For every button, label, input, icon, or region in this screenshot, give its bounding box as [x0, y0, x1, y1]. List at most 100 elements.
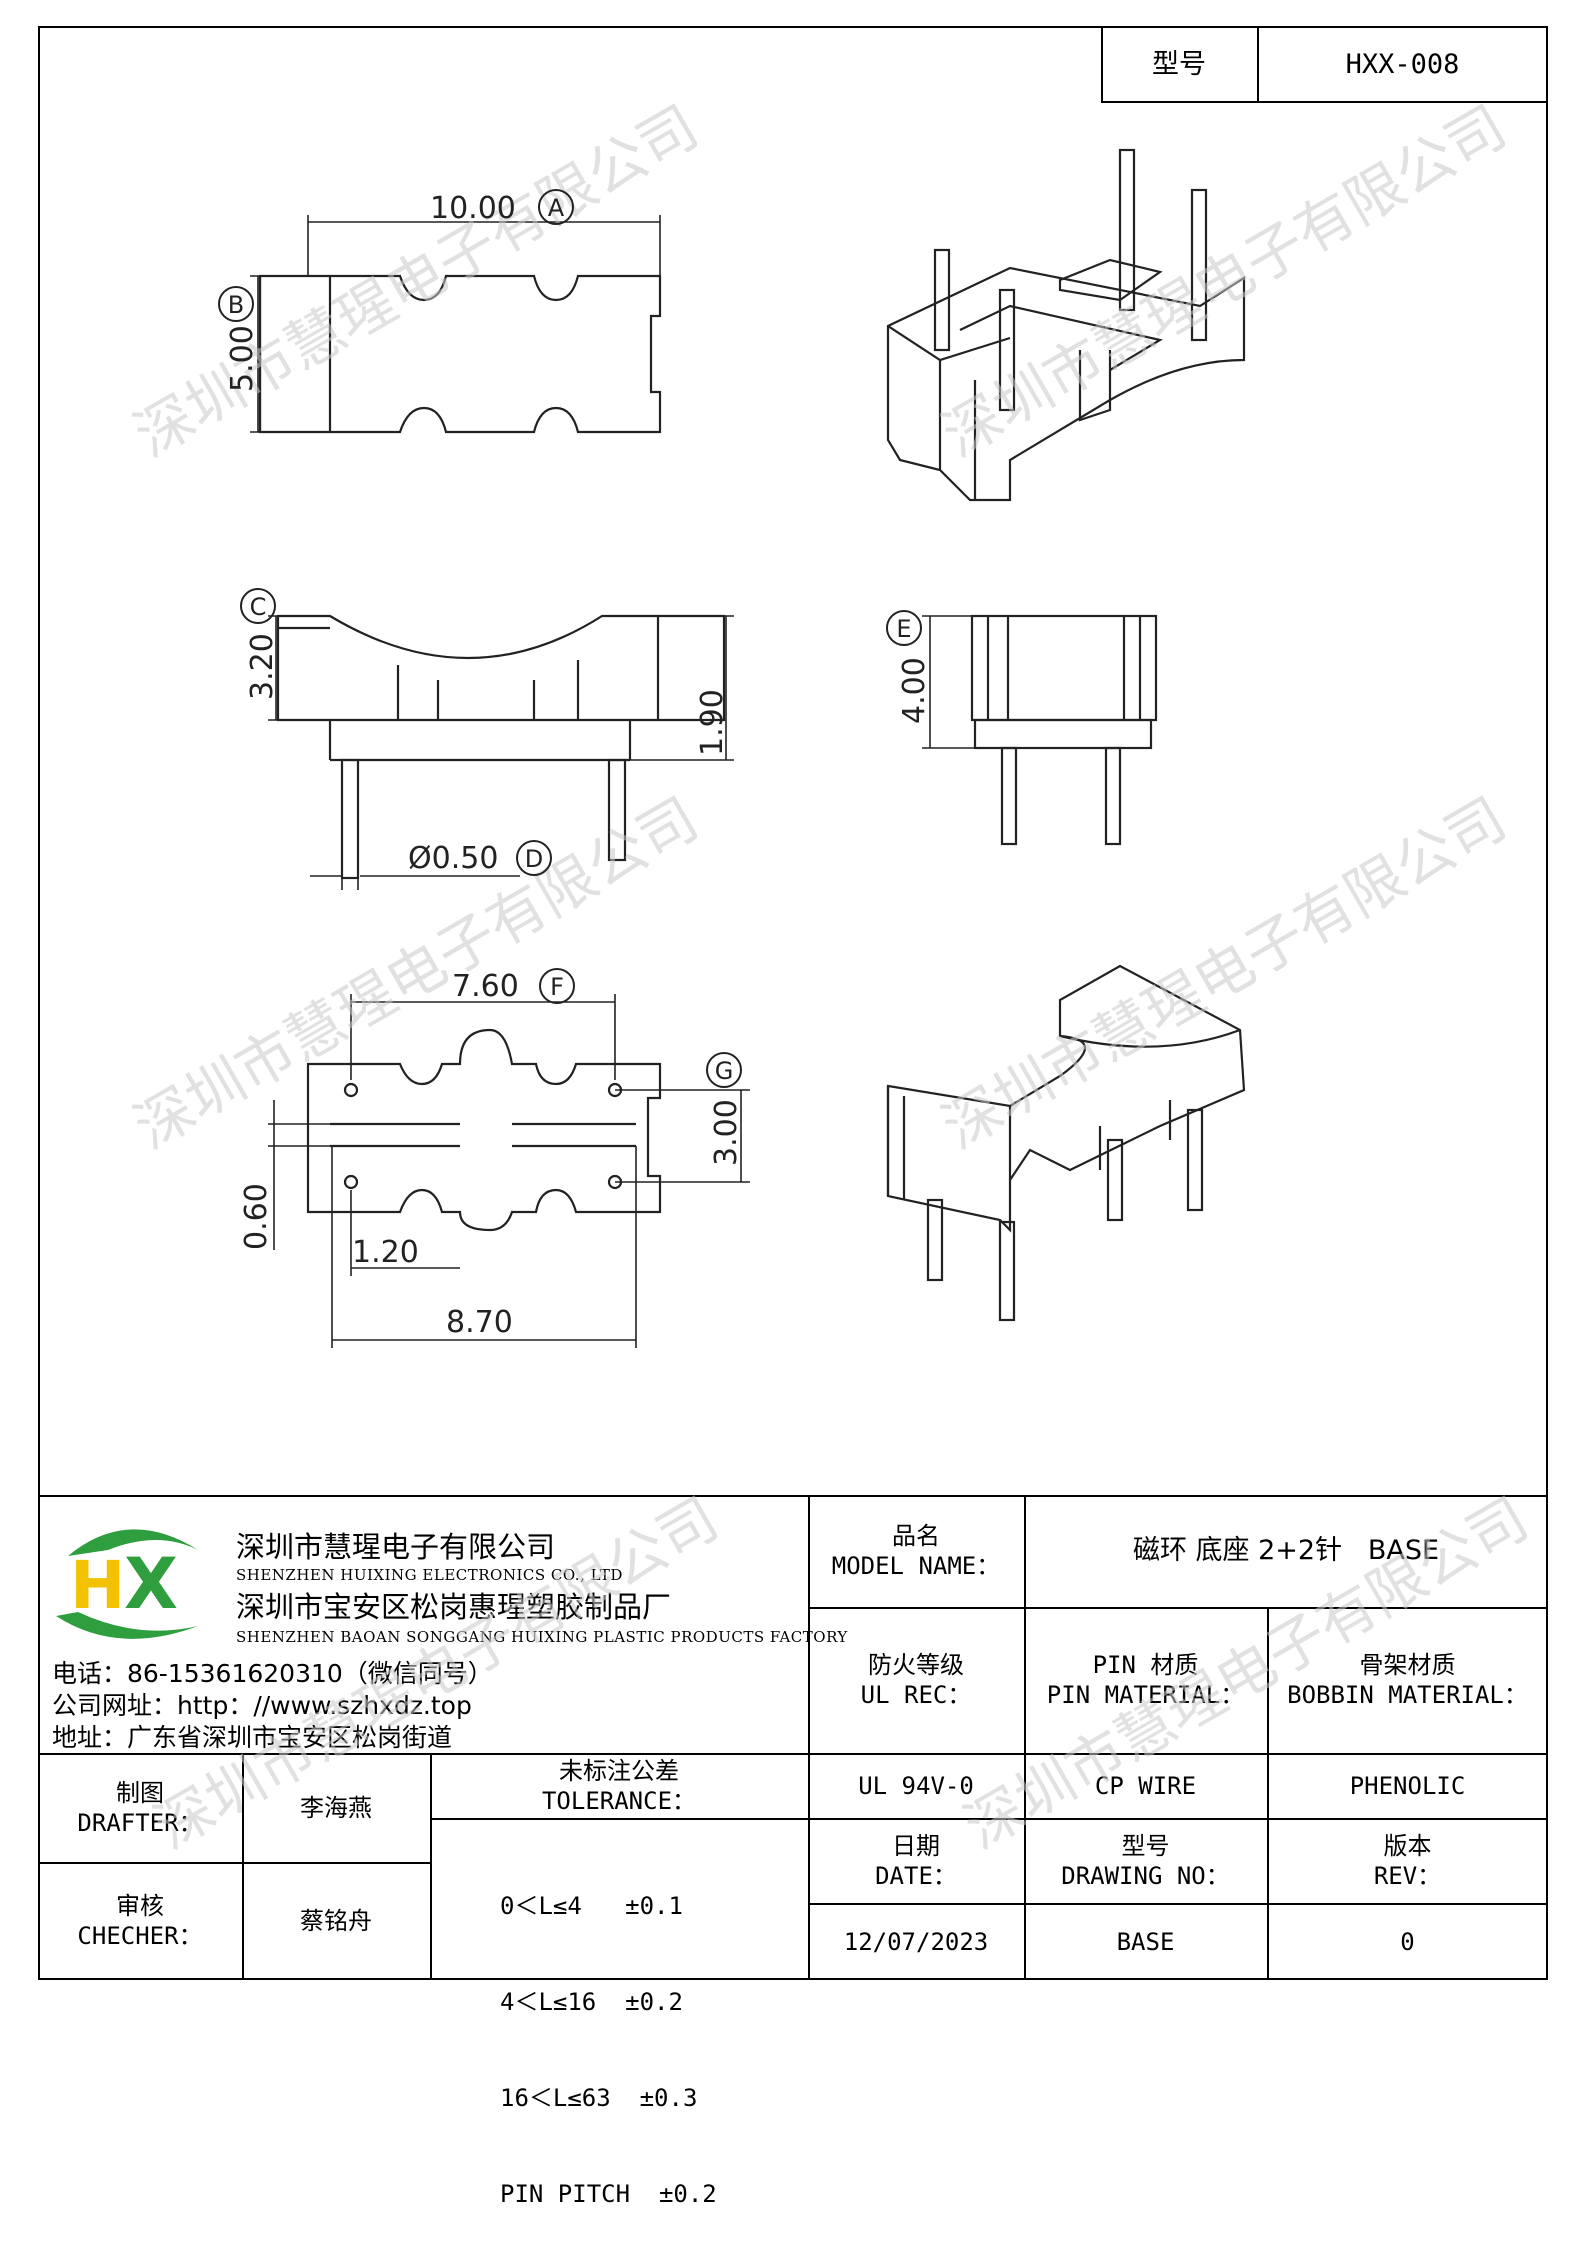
dim-870-lines [331, 1146, 637, 1348]
mark-b-circle [218, 286, 254, 322]
bobbin-material-label-cn: 骨架材质 [1359, 1651, 1456, 1679]
drafter-label-cn: 制图 [116, 1778, 164, 1807]
title-watermarks: 深圳市慧瑆电子有限公司 深圳市慧瑆电子有限公司 [143, 1490, 1540, 1862]
drawing-no-value: BASE [1116, 1927, 1175, 1956]
dim-f-text: 7.60 [452, 969, 519, 1004]
company-website[interactable]: 公司网址：http：//www.szhxdz.top [52, 1691, 472, 1720]
grid-v1 [1024, 1495, 1026, 1980]
technical-drawing: 深圳市慧瑆电子有限公司 深圳市慧瑆电子有限公司 深圳市慧瑆电子有限公司 深圳市慧… [123, 92, 1518, 1348]
iso-view-bottom [886, 964, 1246, 1322]
mark-d-circle [516, 840, 552, 876]
grid-h4 [808, 1903, 1548, 1905]
tolerance-row: 16＜L≤63 ±0.3 [500, 2084, 698, 2112]
watermarks: 深圳市慧瑆电子有限公司 深圳市慧瑆电子有限公司 深圳市慧瑆电子有限公司 深圳市慧… [123, 92, 1518, 1162]
header-model-box [1101, 26, 1548, 103]
tolerance-row: 0＜L≤4 ±0.1 [500, 1892, 683, 1920]
ul-rec-label-en: UL REC： [860, 1681, 972, 1709]
model-name-label-cn: 品名 [892, 1522, 940, 1550]
mark-a-circle [538, 189, 574, 225]
bobbin-material-value: PHENOLIC [1349, 1771, 1466, 1800]
dim-c-lines [268, 615, 330, 721]
dim-f-lines [350, 994, 616, 1080]
bobbin-material-label: 骨架材质 BOBBIN MATERIAL： [1267, 1607, 1548, 1753]
dim-a-text: 10.00 [430, 191, 516, 226]
rev-label-cn: 版本 [1383, 1831, 1432, 1860]
tolerance-row: PIN PITCH ±0.2 [500, 2180, 717, 2208]
model-name-value: 磁环 底座 2+2针 BASE [1132, 1535, 1440, 1567]
tolerance-label-cn: 未标注公差 [559, 1756, 679, 1785]
logo-swoosh-top [68, 1529, 198, 1556]
mark-e-text: E [896, 615, 911, 643]
dim-b-text: 5.00 [225, 325, 260, 392]
dim-060-text: 0.60 [239, 1183, 274, 1250]
checker-label-cn: 审核 [116, 1892, 164, 1920]
dim-b-lines [250, 275, 330, 433]
watermark-5: 深圳市慧瑆电子有限公司 [143, 1490, 730, 1862]
drawing-no-label-en: DRAWING NO： [1061, 1861, 1230, 1890]
mark-a-text: A [548, 194, 565, 222]
drawing-no-label: 型号 DRAWING NO： [1024, 1818, 1267, 1903]
checker-label-en: CHECHER： [77, 1922, 203, 1950]
iso-view-top [886, 148, 1246, 502]
tolerance-label: 未标注公差 TOLERANCE： [430, 1753, 808, 1818]
svg-text:X: X [124, 1543, 178, 1625]
mark-b-text: B [228, 291, 244, 319]
drawing-frame [38, 26, 1548, 1980]
header-divider [1257, 26, 1259, 103]
company-logo: H X [56, 1529, 198, 1639]
dim-h-lines [602, 615, 734, 761]
company-name-en: SHENZHEN HUIXING ELECTRONICS CO., LTD [236, 1566, 623, 1584]
dim-h-text: 1.90 [695, 689, 730, 756]
rev-label-en: REV： [1373, 1861, 1442, 1890]
drawing-no-label-cn: 型号 [1121, 1831, 1170, 1860]
mark-c-circle [240, 588, 276, 624]
mark-f-text: F [550, 973, 564, 1001]
rev-value: 0 [1400, 1927, 1415, 1956]
dim-d-lines [310, 840, 520, 890]
tolerance-label-en: TOLERANCE： [541, 1786, 697, 1815]
dim-e-text: 4.00 [897, 657, 932, 724]
grid-h1 [808, 1607, 1548, 1609]
grid-v2 [1267, 1607, 1269, 1980]
watermark-1: 深圳市慧瑆电子有限公司 [123, 92, 710, 470]
dim-d-text: Ø0.50 [408, 841, 498, 876]
signoff-v1 [242, 1753, 244, 1980]
company-name-cn: 深圳市慧瑆电子有限公司 [236, 1530, 556, 1564]
header-model-value: HXX-008 [1345, 48, 1460, 80]
grid-h2 [808, 1753, 1548, 1755]
tolerance-row: 4＜L≤16 ±0.2 [500, 1988, 683, 2016]
header-model-label: 型号 [1152, 48, 1206, 80]
mark-d-text: D [525, 845, 543, 873]
ul-rec-label-cn: 防火等级 [868, 1651, 964, 1679]
dim-a-lines [307, 215, 661, 276]
dimension-labels: 10.00 A B 5.00 C 3.20 1.90 Ø0.50 D E 4.0… [218, 189, 932, 1340]
dim-120-lines [350, 1190, 460, 1276]
ul-rec-label: 防火等级 UL REC： [808, 1607, 1024, 1753]
mark-f-circle [539, 968, 575, 1004]
logo-swoosh-bottom [56, 1612, 198, 1639]
company-address: 地址：广东省深圳市宝安区松岗街道 [52, 1723, 453, 1752]
mark-c-text: C [250, 593, 267, 621]
model-name-label-en: MODEL NAME： [831, 1552, 1001, 1580]
date-label-en: DATE： [875, 1861, 957, 1890]
dim-e-lines [922, 615, 975, 749]
date-label: 日期 DATE： [808, 1818, 1024, 1903]
dim-060-lines [268, 1100, 330, 1250]
pin-material-label-en: PIN MATERIAL： [1046, 1681, 1245, 1709]
date-label-cn: 日期 [892, 1831, 940, 1860]
model-name-label: 品名 MODEL NAME： [808, 1495, 1024, 1607]
dim-g-lines [615, 1089, 750, 1183]
drafter-name: 李海燕 [300, 1793, 372, 1822]
checker-name: 蔡铭舟 [300, 1907, 372, 1935]
title-block-mid-line [808, 1495, 810, 1980]
mark-g-text: G [715, 1057, 734, 1085]
ul-rec-value: UL 94V-0 [858, 1771, 974, 1800]
dim-870-text: 8.70 [446, 1305, 513, 1340]
signoff-h2 [430, 1818, 808, 1820]
pin-material-value: CP WIRE [1094, 1771, 1197, 1800]
factory-name-en: SHENZHEN BAOAN SONGGANG HUIXING PLASTIC … [236, 1628, 848, 1646]
watermark-4: 深圳市慧瑆电子有限公司 [931, 784, 1518, 1162]
bottom-view-outline [306, 1028, 662, 1232]
factory-name-cn: 深圳市宝安区松岗惠瑆塑胶制品厂 [236, 1590, 672, 1624]
checker-label: 审核 CHECHER： [38, 1862, 242, 1980]
